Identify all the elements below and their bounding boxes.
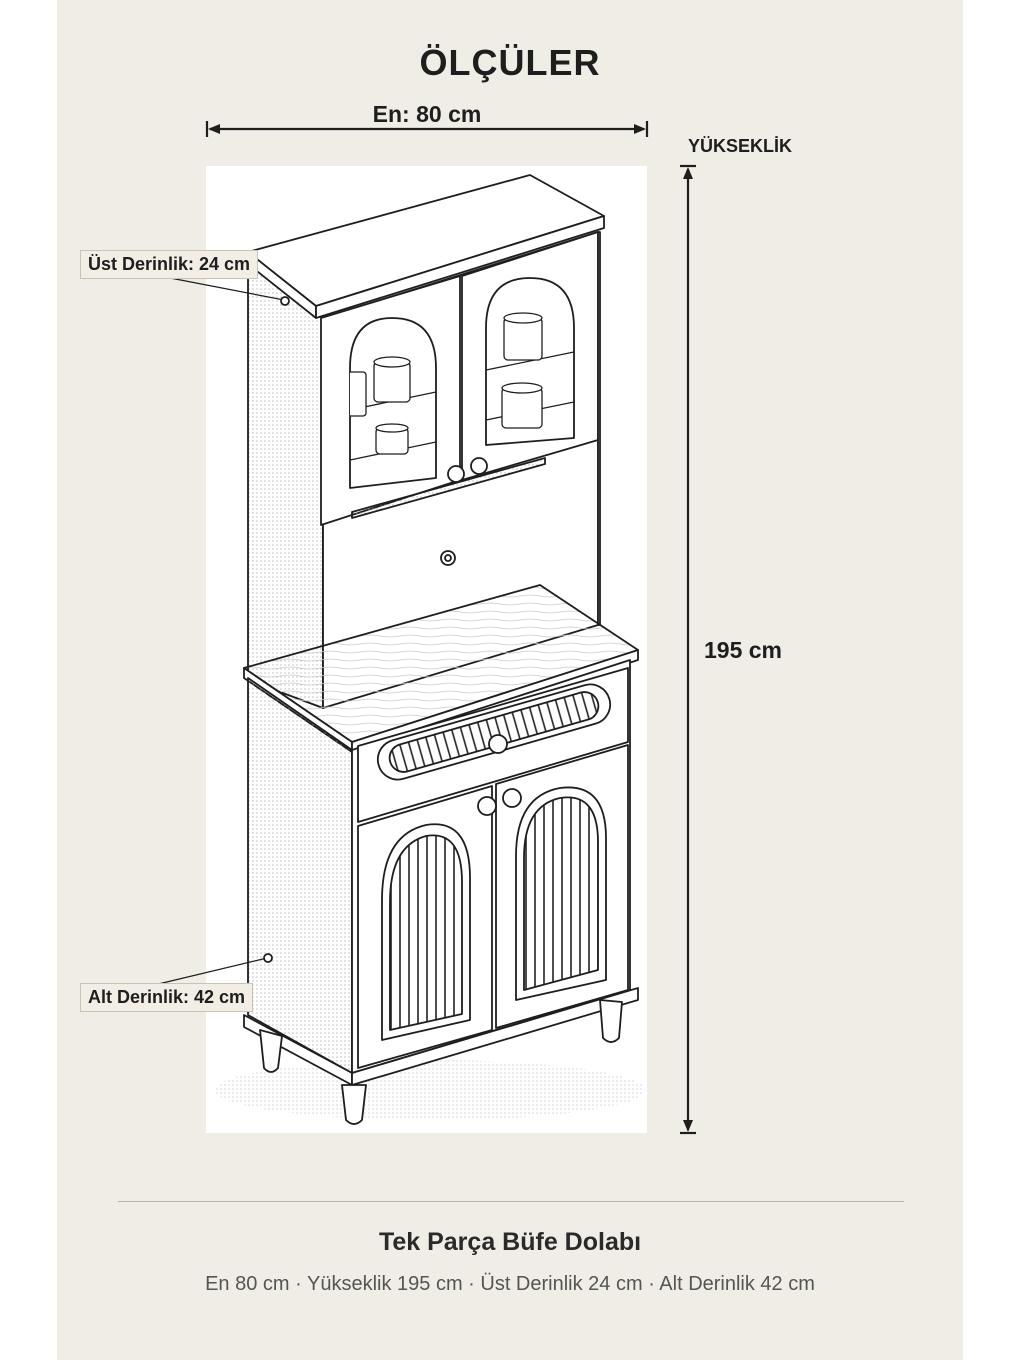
height-dimension-line: [680, 164, 696, 1135]
footer-divider: [118, 1201, 904, 1202]
top-depth-callout: Üst Derinlik: 24 cm: [80, 250, 259, 279]
bottom-depth-callout: Alt Derinlik: 42 cm: [80, 983, 254, 1012]
floor-shadow: [215, 1060, 645, 1120]
product-name: Tek Parça Büfe Dolabı: [378, 1228, 642, 1256]
product-specs: En 80 cm · Yükseklik 195 cm · Üst Derinl…: [205, 1273, 815, 1295]
depth-leaders: [149, 276, 290, 987]
cabinet: [243, 174, 639, 1125]
width-label: En: 80 cm: [372, 101, 482, 127]
height-value: 195 cm: [704, 637, 783, 663]
page-title: ÖLÇÜLER: [419, 42, 601, 83]
width-dimension-line: [205, 121, 649, 137]
height-heading: YÜKSEKLİK: [688, 136, 793, 156]
